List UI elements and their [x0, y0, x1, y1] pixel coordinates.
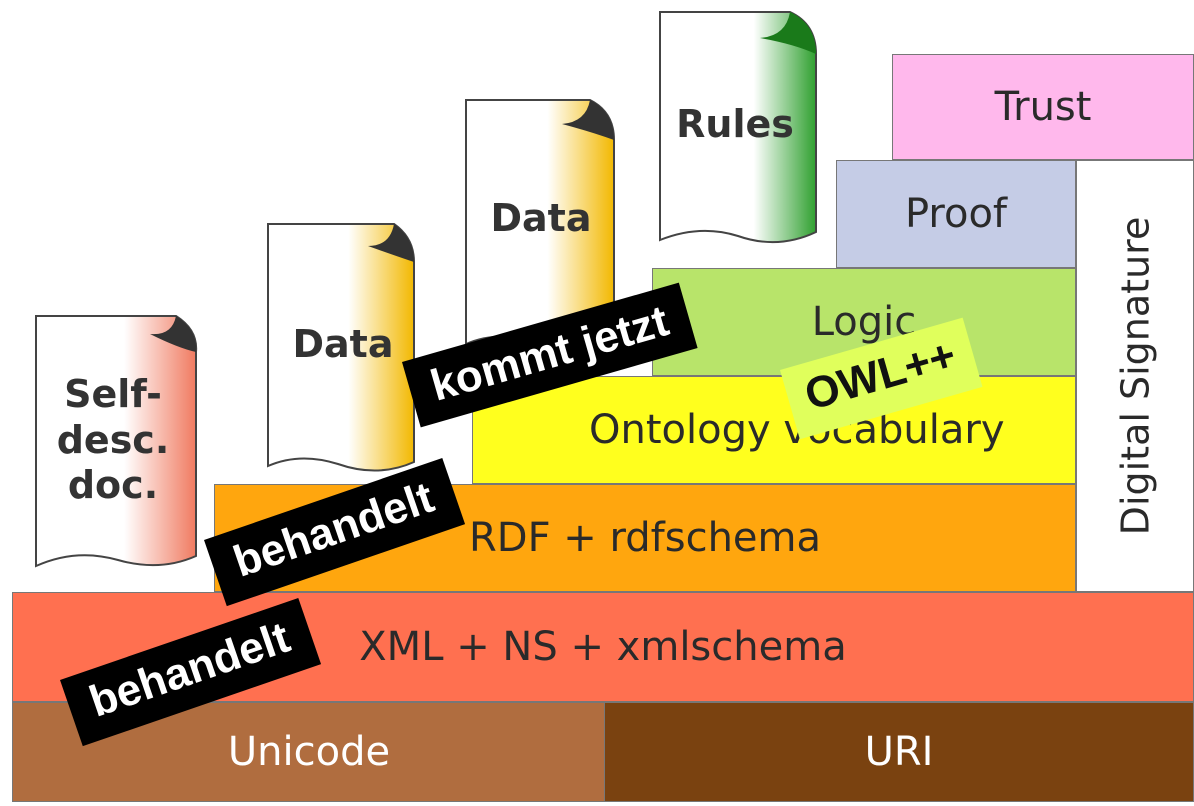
proof-label: Proof — [904, 191, 1007, 237]
uri-layer: URI — [604, 702, 1194, 802]
trust-label: Trust — [994, 84, 1092, 130]
self-desc-line-2: desc. — [56, 417, 170, 462]
digital-signature-layer: Digital Signature — [1076, 160, 1194, 592]
self-desc-line-1: Self- — [64, 372, 162, 416]
self-desc-document-label: Self- desc. doc. — [38, 372, 188, 509]
unicode-label: Unicode — [227, 729, 391, 775]
uri-label: URI — [864, 729, 934, 775]
rules-document-icon — [659, 11, 817, 244]
self-desc-line-3: doc. — [67, 463, 159, 508]
ontology-layer: Ontology vocabulary — [472, 376, 1076, 484]
trust-layer: Trust — [892, 54, 1194, 160]
rdf-layer: RDF + rdfschema — [214, 484, 1076, 592]
unicode-layer: Unicode — [12, 702, 606, 802]
data-document-icon — [267, 223, 415, 472]
data-document-label: Data — [490, 196, 592, 240]
xml-label: XML + NS + xmlschema — [359, 624, 847, 670]
rules-document-label: Rules — [676, 102, 794, 146]
rdf-label: RDF + rdfschema — [468, 515, 822, 561]
data-document-label: Data — [292, 322, 394, 366]
proof-layer: Proof — [836, 160, 1076, 268]
self-desc-document-icon — [35, 315, 198, 568]
